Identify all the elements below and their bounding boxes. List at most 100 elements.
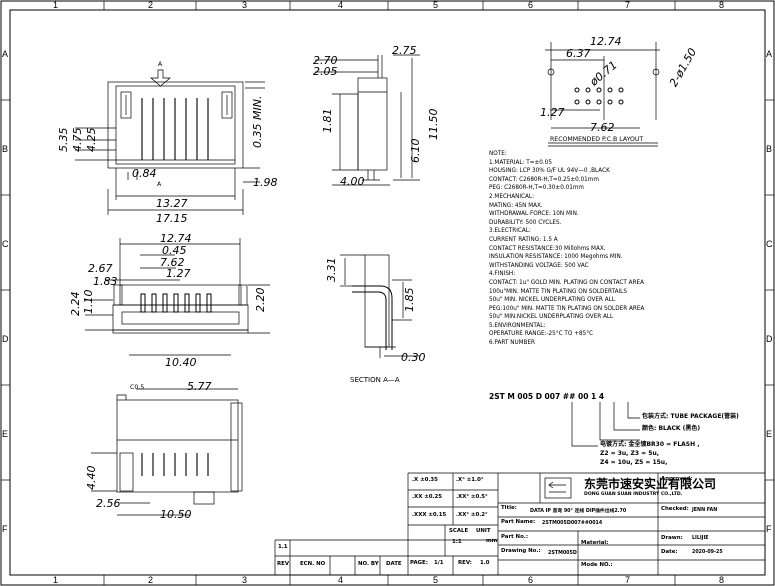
bottom-view <box>91 388 243 516</box>
angle-tolerance-xxx: .XX° ±0.2° <box>456 512 488 518</box>
zone-col-3: 3 <box>242 0 248 10</box>
note-line: 100u"MIN. MATTE TIN PLATING ON SOLDERTAI… <box>489 287 627 295</box>
zone-col-7: 7 <box>625 0 631 10</box>
dim-11-50: 11.50 <box>427 108 440 141</box>
rev-label: REV: <box>458 560 472 566</box>
company-logo <box>544 477 572 499</box>
note-line: 50u" MIN. NICKEL UNDERPLATING OVER ALL <box>489 296 616 304</box>
part-number-packaging: 包装方式: TUBE PACKAGE(管装) <box>642 413 739 420</box>
front-view <box>85 238 270 356</box>
unit-value: mm <box>486 538 498 544</box>
date-label: Date: <box>661 549 678 555</box>
top-view <box>75 69 265 215</box>
zone-col-6: 6 <box>528 0 534 10</box>
zone-col-1: 1 <box>53 0 59 10</box>
front-dim-7-62: 7.62 <box>160 256 185 269</box>
zone-col-5-bottom: 5 <box>433 575 439 585</box>
zone-col-7-bottom: 7 <box>625 575 631 585</box>
front-dim-1-27: 1.27 <box>166 267 191 280</box>
drawn-label: Drawn: <box>661 535 683 541</box>
zone-row-e-right: E <box>766 429 773 439</box>
zone-row-d-right: D <box>766 334 773 344</box>
dim-13-27: 13.27 <box>156 197 188 210</box>
technical-notes: NOTE: 1.MATERIAL: T=±0.05 HOUSING: LCP 3… <box>489 150 673 348</box>
dim-4-25: 4.25 <box>85 127 98 153</box>
zone-col-3-bottom: 3 <box>242 575 248 585</box>
dim-2-05: 2.05 <box>313 65 338 78</box>
bottom-dim-2-56: 2.56 <box>96 497 121 510</box>
note-line: PEG:100u" MIN. MATTE TIN PLATING ON SOLD… <box>489 304 645 312</box>
dim-1-81: 1.81 <box>321 108 334 134</box>
note-line: NOTE: <box>489 150 507 157</box>
note-line: 1.MATERIAL: T=±0.05 <box>489 158 552 166</box>
section-dim-0-30: 0.30 <box>401 351 426 364</box>
note-line: CURRENT RATING: 1.5 A <box>489 235 558 243</box>
approved-label: Approved: <box>661 476 693 482</box>
note-line: CONTACT: C2680R-H,T=0.25±0.01mm <box>489 175 599 183</box>
section-dim-3-31: 3.31 <box>325 257 338 283</box>
zone-col-4-bottom: 4 <box>338 575 344 585</box>
unit-label: UNIT <box>476 528 491 534</box>
note-line: WITHSTANDING VOLTAGE: 500 VAC <box>489 261 589 269</box>
front-dim-12-74: 12.74 <box>160 232 192 245</box>
zone-col-8-bottom: 8 <box>719 575 725 585</box>
tolerance-x: .X ±0.35 <box>412 477 438 483</box>
dim-4-75: 4.75 <box>71 127 84 153</box>
note-line: 50u" MIN.NICKEL UNDERPLATING OVER ALL <box>489 313 614 321</box>
section-marker-a-bottom: A <box>157 181 162 188</box>
zone-row-b-right: B <box>766 144 773 154</box>
pcb-dim-7-62: 7.62 <box>590 121 615 134</box>
zone-row-d: D <box>2 334 9 344</box>
front-dim-10-40: 10.40 <box>165 356 197 369</box>
part-number-color: 颜色: BLACK (黑色) <box>642 425 701 432</box>
front-dim-2-24: 2.24 <box>69 291 82 317</box>
date-value: 2020-09-25 <box>692 550 723 555</box>
bottom-dim-10-50: 10.50 <box>160 508 192 521</box>
bottom-dim-4-40: 4.40 <box>85 465 98 491</box>
tolerance-xx: .XX ±0.25 <box>412 494 443 500</box>
angle-tolerance-xx: .XX° ±0.5° <box>456 494 488 500</box>
side-view <box>315 54 420 186</box>
section-dim-1-85: 1.85 <box>403 287 416 313</box>
zone-col-1-bottom: 1 <box>53 575 59 585</box>
zone-row-f-right: F <box>766 524 772 534</box>
material-label: Material: <box>581 540 609 546</box>
drawn-value: LILIJIE <box>692 536 709 541</box>
dim-5-35: 5.35 <box>57 127 70 153</box>
front-dim-0-45: 0.45 <box>162 244 187 257</box>
rev-value: 1.0 <box>480 560 490 566</box>
zone-col-5: 5 <box>433 0 439 10</box>
revision-header-date: DATE <box>386 561 402 567</box>
note-line: INSULATION RESISTANCE: 1000 Megohms MIN. <box>489 253 623 261</box>
revision-header-ecn: ECN. NO <box>300 561 326 567</box>
part-name-label: Part Name: <box>501 519 536 525</box>
part-no-label: Part No.: <box>501 534 528 540</box>
part-name-value: 2STM005D007##0014 <box>542 521 603 526</box>
mode-no-label: Mode NO.: <box>581 562 613 568</box>
note-line: HOUSING: LCP 30% G/F UL 94V—0 ,BLACK <box>489 167 610 175</box>
part-number-plating-2: Z2 = 3u, Z3 = 5u, <box>600 450 660 457</box>
drawing-no-value: 2STM005D <box>548 551 577 556</box>
page-value: 1/1 <box>434 560 444 566</box>
note-line: 2.MECHANICAL: <box>489 192 534 200</box>
pcb-dim-6-37: 6.37 <box>566 47 591 60</box>
note-line: 3.ELECTRICAL: <box>489 227 531 235</box>
title-block-grid <box>274 472 765 575</box>
title-value: DATA IP 直弯 90° 连线 DIP插件出线2.70 <box>530 509 627 514</box>
note-line: 4.FINISH: <box>489 270 516 278</box>
bottom-dim-5-77: 5.77 <box>187 380 212 393</box>
zone-row-b: B <box>2 144 9 154</box>
section-view <box>340 254 420 358</box>
note-line: WITHDRAWAL FORCE: 10N MIN. <box>489 210 579 218</box>
zone-col-2-bottom: 2 <box>148 575 154 585</box>
note-line: CONTACT: 1u" GOLD MIN. PLATING ON CONTAC… <box>489 278 644 286</box>
part-number-plating-3: Z4 = 10u, Z5 = 15u, <box>600 459 668 466</box>
front-dim-2-67: 2.67 <box>88 262 113 275</box>
dim-17-15: 17.15 <box>156 212 188 225</box>
title-label: Title: <box>501 505 517 511</box>
front-dim-2-20: 2.20 <box>254 287 267 313</box>
zone-col-8: 8 <box>719 0 725 10</box>
dim-2-75: 2.75 <box>392 44 417 57</box>
dim-0-84: 0.84 <box>132 167 157 180</box>
front-dim-1-83: 1.83 <box>93 275 118 288</box>
